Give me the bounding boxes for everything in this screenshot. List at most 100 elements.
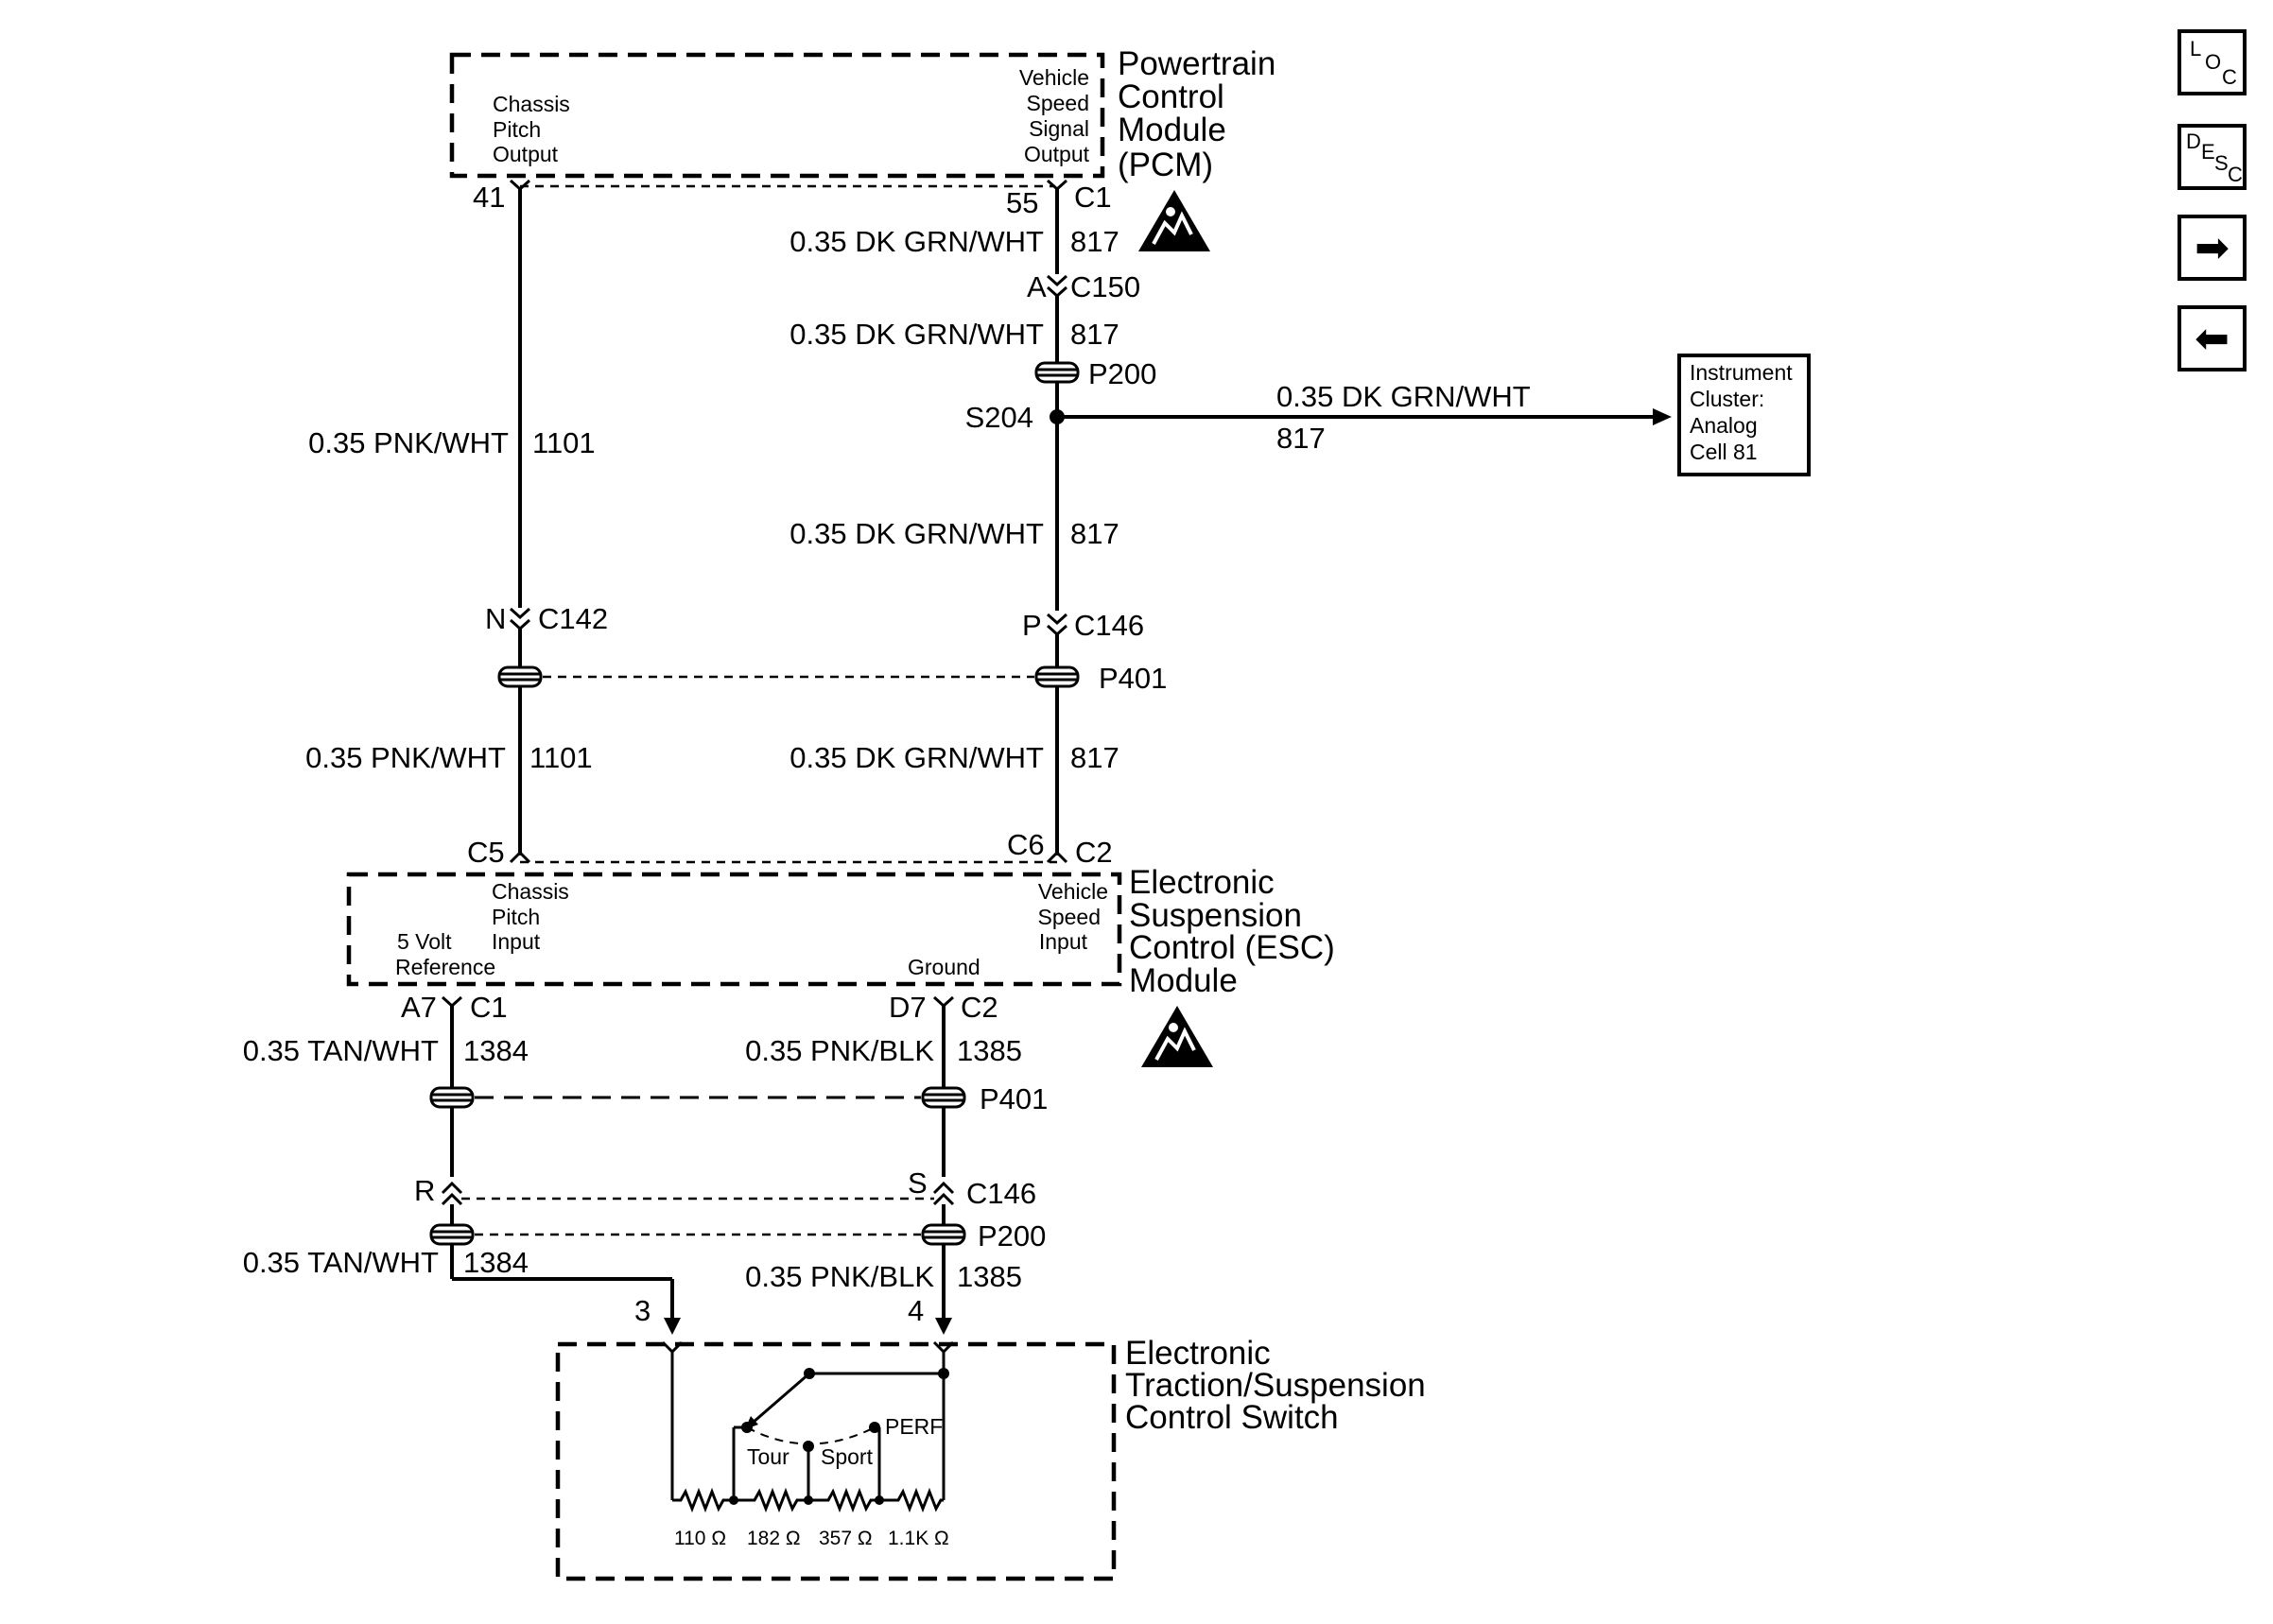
pcm-name: Module: [1118, 112, 1226, 148]
esc-pin-a7: A7: [401, 991, 437, 1024]
ground-circuit-1385: 0.35 PNK/BLK 1385 P401 S C146 P200 0.35 …: [745, 995, 1048, 1335]
circuit-number: 817: [1276, 422, 1326, 455]
esc-name: Suspension: [1129, 897, 1302, 934]
switch-pin-4: 4: [908, 1294, 924, 1327]
switch-pin-3: 3: [634, 1294, 651, 1327]
connector-pin: A: [1027, 270, 1047, 303]
pcm-speed-label: Signal: [1029, 116, 1089, 141]
connector-p200: P200: [1088, 357, 1156, 390]
esc-connector-c2: C2: [961, 991, 998, 1024]
esc-name: Control (ESC): [1129, 929, 1335, 966]
wire-color-label: 0.35 TAN/WHT: [243, 1034, 439, 1067]
esc-connector-c1: C1: [470, 991, 508, 1024]
esc-ref-label: Reference: [395, 955, 495, 979]
switch-name: Control Switch: [1125, 1399, 1339, 1436]
loc-letter: O: [2205, 50, 2222, 74]
wire-color-label: 0.35 DK GRN/WHT: [789, 225, 1044, 258]
cluster-label: Cell 81: [1690, 440, 1758, 464]
loc-letter: C: [2222, 65, 2237, 89]
esc-pitch-label: Chassis: [492, 879, 569, 904]
connector-pin: P: [1022, 609, 1042, 642]
wire-color-label: 0.35 PNK/BLK: [745, 1034, 934, 1067]
esc-pitch-label: Pitch: [492, 905, 540, 929]
wire-color-label: 0.35 DK GRN/WHT: [789, 318, 1044, 351]
connector-c146: C146: [966, 1177, 1036, 1210]
esc-speed-label: Speed: [1037, 905, 1101, 929]
instrument-cluster-box: [1677, 354, 1811, 476]
cluster-label: Instrument: [1690, 360, 1793, 385]
pcm-pitch-label: Chassis: [493, 92, 570, 116]
esd-warning-icon: [1136, 188, 1212, 253]
pcm-pin-55: 55: [1006, 186, 1038, 219]
pcm-speed-label: Output: [1024, 142, 1090, 166]
speed-circuit-817: 0.35 DK GRN/WHT 817 A C150 0.35 DK GRN/W…: [789, 179, 1167, 864]
desc-letter: E: [2201, 140, 2215, 164]
traction-suspension-switch: 3 4 Electronic Traction/Suspension Contr…: [555, 1294, 1426, 1581]
pitch-circuit-1101: 0.35 PNK/WHT 1101 N C142 0.35 PNK/WHT 11…: [305, 179, 608, 864]
pcm-speed-label: Speed: [1026, 91, 1089, 115]
switch-outline: [555, 1341, 1117, 1581]
circuit-number: 817: [1070, 517, 1119, 550]
desc-letter: C: [2228, 163, 2243, 186]
connector-pin: S: [908, 1166, 928, 1200]
previous-page-button[interactable]: ⬅: [2178, 305, 2247, 371]
cluster-label: Cluster:: [1690, 387, 1764, 411]
pcm-pitch-label: Output: [493, 142, 559, 166]
switch-position-tour: Tour: [747, 1444, 789, 1469]
connector-pin: R: [414, 1174, 435, 1207]
desc-button[interactable]: D E S C: [2178, 124, 2247, 190]
connector-p401: P401: [1099, 662, 1167, 695]
circuit-number: 1385: [957, 1034, 1022, 1067]
esc-pin-d7: D7: [889, 991, 927, 1024]
pcm-pitch-label: Pitch: [493, 117, 541, 142]
wire-color-label: 0.35 DK GRN/WHT: [789, 517, 1044, 550]
reference-circuit-1384: 0.35 TAN/WHT 1384 R 0.35 TAN/WHT 1384: [243, 995, 681, 1335]
pcm-connector-c1: C1: [1074, 181, 1112, 214]
pcm-pin-41: 41: [473, 181, 505, 214]
desc-letter: S: [2214, 151, 2229, 175]
esc-speed-label: Vehicle: [1038, 879, 1108, 904]
esc-pitch-label: Input: [492, 929, 541, 954]
cluster-branch: 0.35 DK GRN/WHT 817 Instrument Cluster: …: [1057, 354, 1811, 476]
resistor-1-1k: 1.1K Ω: [888, 1528, 949, 1549]
right-arrow-icon: ➡: [2195, 223, 2230, 272]
esc-connector-c2: C2: [1075, 836, 1113, 869]
esc-speed-label: Input: [1039, 929, 1088, 954]
esc-ref-label: 5 Volt: [397, 929, 452, 954]
wire-color-label: 0.35 TAN/WHT: [243, 1246, 439, 1279]
pcm-module: Powertrain Control Module (PCM) Chassis …: [449, 45, 1275, 253]
esc-name: Electronic: [1129, 864, 1275, 901]
splice-label: S204: [965, 401, 1033, 434]
connector-c146: C146: [1074, 609, 1144, 642]
circuit-number: 817: [1070, 225, 1119, 258]
circuit-number: 1101: [529, 741, 593, 774]
connector-c150: C150: [1070, 270, 1140, 303]
esd-warning-icon: [1139, 1004, 1215, 1069]
wire-color-label: 0.35 DK GRN/WHT: [1276, 380, 1531, 413]
cluster-label: Analog: [1690, 413, 1758, 438]
connector-p401: P401: [980, 1082, 1048, 1115]
switch-name: Traction/Suspension: [1125, 1367, 1426, 1404]
connector-c142: C142: [538, 602, 608, 635]
wire-color-label: 0.35 DK GRN/WHT: [789, 741, 1044, 774]
connector-p200: P200: [978, 1219, 1046, 1253]
circuit-number: 817: [1070, 318, 1119, 351]
wire-color-label: 0.35 PNK/BLK: [745, 1260, 934, 1293]
next-page-button[interactable]: ➡: [2178, 215, 2247, 281]
resistor-182: 182 Ω: [747, 1528, 801, 1549]
circuit-number: 1385: [957, 1260, 1022, 1293]
loc-letter: L: [2190, 37, 2202, 60]
switch-name: Electronic: [1125, 1335, 1271, 1372]
pcm-name: Powertrain: [1118, 45, 1275, 82]
loc-button[interactable]: L O C: [2178, 29, 2247, 95]
pcm-name: (PCM): [1118, 147, 1213, 183]
pcm-outline: [449, 52, 1105, 179]
esc-pin-c6: C6: [1007, 828, 1045, 861]
circuit-number: 1384: [463, 1246, 529, 1279]
esc-name: Module: [1129, 962, 1238, 999]
circuit-number: 1384: [463, 1034, 529, 1067]
esc-outline: [346, 872, 1122, 987]
wire-color-label: 0.35 PNK/WHT: [305, 741, 506, 774]
circuit-number: 1101: [532, 426, 596, 459]
